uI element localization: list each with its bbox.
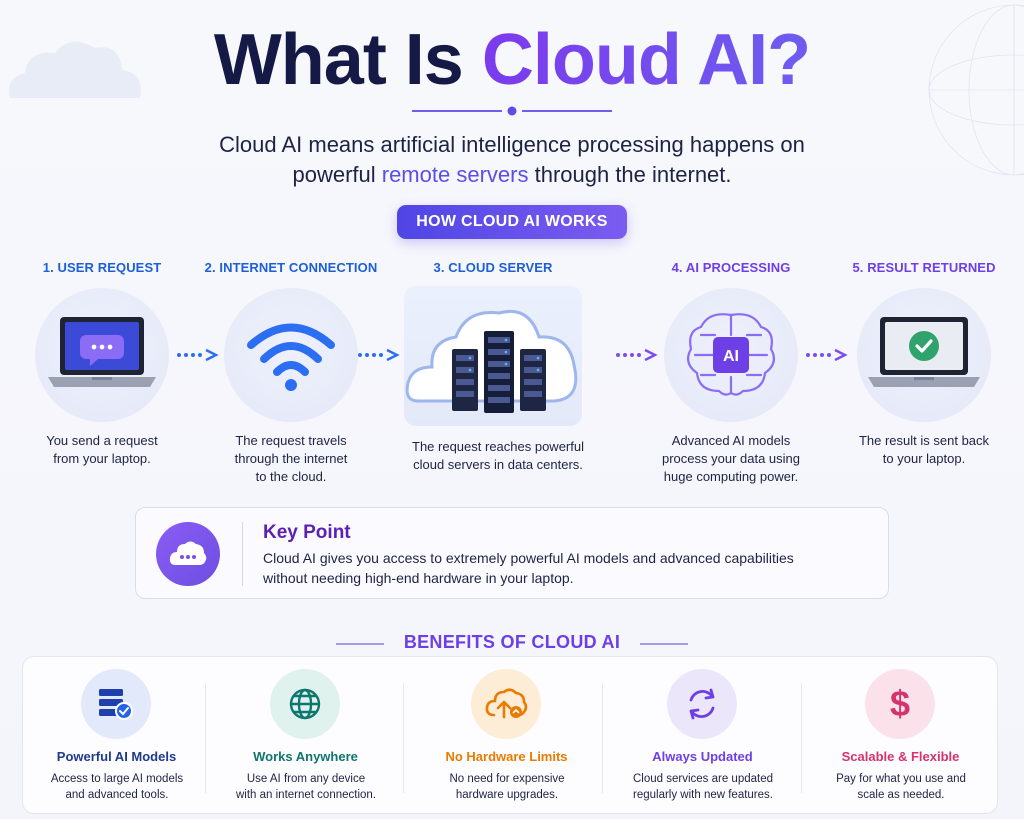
step-4-description: Advanced AI models process your data usi… (636, 432, 826, 486)
step-4-desc-line: huge computing power. (663, 469, 799, 484)
step-5-desc-line: to your laptop. (882, 451, 966, 466)
benefit-desc-line: Cloud services are updated (633, 773, 773, 785)
step-4-desc-line: process your data using (661, 451, 801, 466)
benefit-title: No Hardware Limits (445, 749, 568, 764)
benefit-powerful-models: Powerful AI Models Access to large AI mo… (19, 657, 214, 815)
globe-icon (270, 669, 340, 739)
benefits-heading: BENEFITS OF CLOUD AI (403, 632, 621, 652)
intro-highlight: remote servers (381, 162, 529, 187)
step-4-illustration: AI (664, 288, 798, 422)
step-1-illustration (35, 288, 169, 422)
key-point-divider (242, 522, 243, 586)
flow-arrow-4 (806, 348, 848, 362)
benefit-description: Pay for what you use and scale as needed… (811, 771, 991, 803)
benefit-separator (205, 683, 206, 793)
benefit-separator (403, 683, 404, 793)
benefits-heading-line-right (640, 643, 688, 645)
key-point-line-2: without needing high-end hardware in you… (263, 570, 574, 586)
benefit-desc-line: No need for expensive (449, 773, 565, 785)
laptop-chat-icon (48, 317, 156, 387)
key-point-cloud-icon (156, 522, 220, 586)
benefit-desc-line: with an internet connection. (235, 789, 376, 801)
step-3-label: 3. CLOUD SERVER (433, 260, 553, 275)
benefit-desc-line: regularly with new features. (633, 789, 773, 801)
step-3-description: The request reaches powerful cloud serve… (393, 438, 603, 474)
step-1-description: You send a request from your laptop. (7, 432, 197, 468)
benefit-works-anywhere: Works Anywhere Use AI from any device wi… (208, 657, 403, 815)
page-title: What Is Cloud AI? (0, 18, 1024, 102)
benefit-always-updated: Always Updated Cloud services are update… (605, 657, 800, 815)
key-point-text: Cloud AI gives you access to extremely p… (263, 548, 863, 588)
step-2-illustration (224, 288, 358, 422)
step-5-desc-line: The result is sent back (858, 433, 990, 448)
intro-text-before: powerful (292, 162, 376, 187)
benefit-description: No need for expensive hardware upgrades. (417, 771, 597, 803)
ai-chip-text: AI (723, 348, 739, 365)
flow-arrow-2 (358, 348, 400, 362)
dollar-icon: $ (865, 669, 935, 739)
server-check-icon (81, 669, 151, 739)
benefit-desc-line: Pay for what you use and (836, 773, 966, 785)
benefit-no-hardware-limits: No Hardware Limits No need for expensive… (409, 657, 604, 815)
step-1-desc-line: from your laptop. (53, 451, 151, 466)
background-globe-icon (928, 4, 1024, 176)
step-1-desc-line: You send a request (46, 433, 158, 448)
benefit-title: Always Updated (652, 749, 753, 764)
benefits-heading-line-left (336, 643, 384, 645)
key-point-line-1: Cloud AI gives you access to extremely p… (263, 550, 794, 566)
benefit-scalable-flexible: $ Scalable & Flexible Pay for what you u… (803, 657, 998, 815)
benefit-desc-line: scale as needed. (857, 789, 945, 801)
benefit-separator (801, 683, 802, 793)
title-part1: What Is (213, 20, 464, 100)
cloud-upload-icon (471, 669, 541, 739)
step-5-illustration (857, 288, 991, 422)
cloud-server-icon (405, 310, 578, 413)
step-2-description: The request travels through the internet… (196, 432, 386, 486)
step-3-desc-line: The request reaches powerful (412, 439, 584, 454)
title-divider (412, 106, 612, 116)
laptop-check-icon (868, 317, 980, 387)
intro-text: Cloud AI means artificial intelligence p… (0, 130, 1024, 190)
intro-line-2: powerful remote servers through the inte… (0, 160, 1024, 190)
key-point-card: Key Point Cloud AI gives you access to e… (135, 507, 889, 599)
benefit-desc-line: Use AI from any device (246, 773, 366, 785)
benefit-desc-line: and advanced tools. (65, 789, 169, 801)
refresh-icon (667, 669, 737, 739)
benefit-description: Cloud services are updated regularly wit… (613, 771, 793, 803)
benefit-description: Access to large AI models and advanced t… (27, 771, 207, 803)
step-5-label: 5. RESULT RETURNED (852, 260, 996, 275)
flow-arrow-1 (177, 348, 219, 362)
step-3-illustration (404, 286, 582, 426)
step-3-desc-line: cloud servers in data centers. (413, 457, 583, 472)
step-2-desc-line: through the internet (234, 451, 348, 466)
benefit-title: Scalable & Flexible (841, 749, 960, 764)
benefits-panel: Powerful AI Models Access to large AI mo… (22, 656, 998, 814)
title-part2: Cloud AI? (481, 20, 811, 100)
step-4-label: 4. AI PROCESSING (671, 260, 791, 275)
step-2-desc-line: The request travels (235, 433, 347, 448)
benefit-description: Use AI from any device with an internet … (216, 771, 396, 803)
intro-line-1: Cloud AI means artificial intelligence p… (219, 132, 805, 157)
background-cloud-icon (9, 41, 141, 98)
wifi-icon (247, 323, 335, 391)
benefit-separator (602, 683, 603, 793)
step-1-label: 1. USER REQUEST (42, 260, 162, 275)
benefit-title: Powerful AI Models (56, 749, 177, 764)
how-it-works-badge: HOW CLOUD AI WORKS (397, 205, 627, 239)
flow-arrow-3 (616, 348, 658, 362)
ai-brain-icon: AI (686, 313, 776, 396)
benefit-title: Works Anywhere (253, 749, 358, 764)
benefit-desc-line: hardware upgrades. (455, 789, 559, 801)
step-4-desc-line: Advanced AI models (671, 433, 791, 448)
step-2-desc-line: to the cloud. (255, 469, 327, 484)
key-point-title: Key Point (263, 522, 351, 543)
svg-text:$: $ (890, 684, 910, 724)
step-5-description: The result is sent back to your laptop. (829, 432, 1019, 468)
step-2-label: 2. INTERNET CONNECTION (204, 260, 378, 275)
intro-text-after: through the internet. (534, 162, 732, 187)
benefit-desc-line: Access to large AI models (50, 773, 184, 785)
